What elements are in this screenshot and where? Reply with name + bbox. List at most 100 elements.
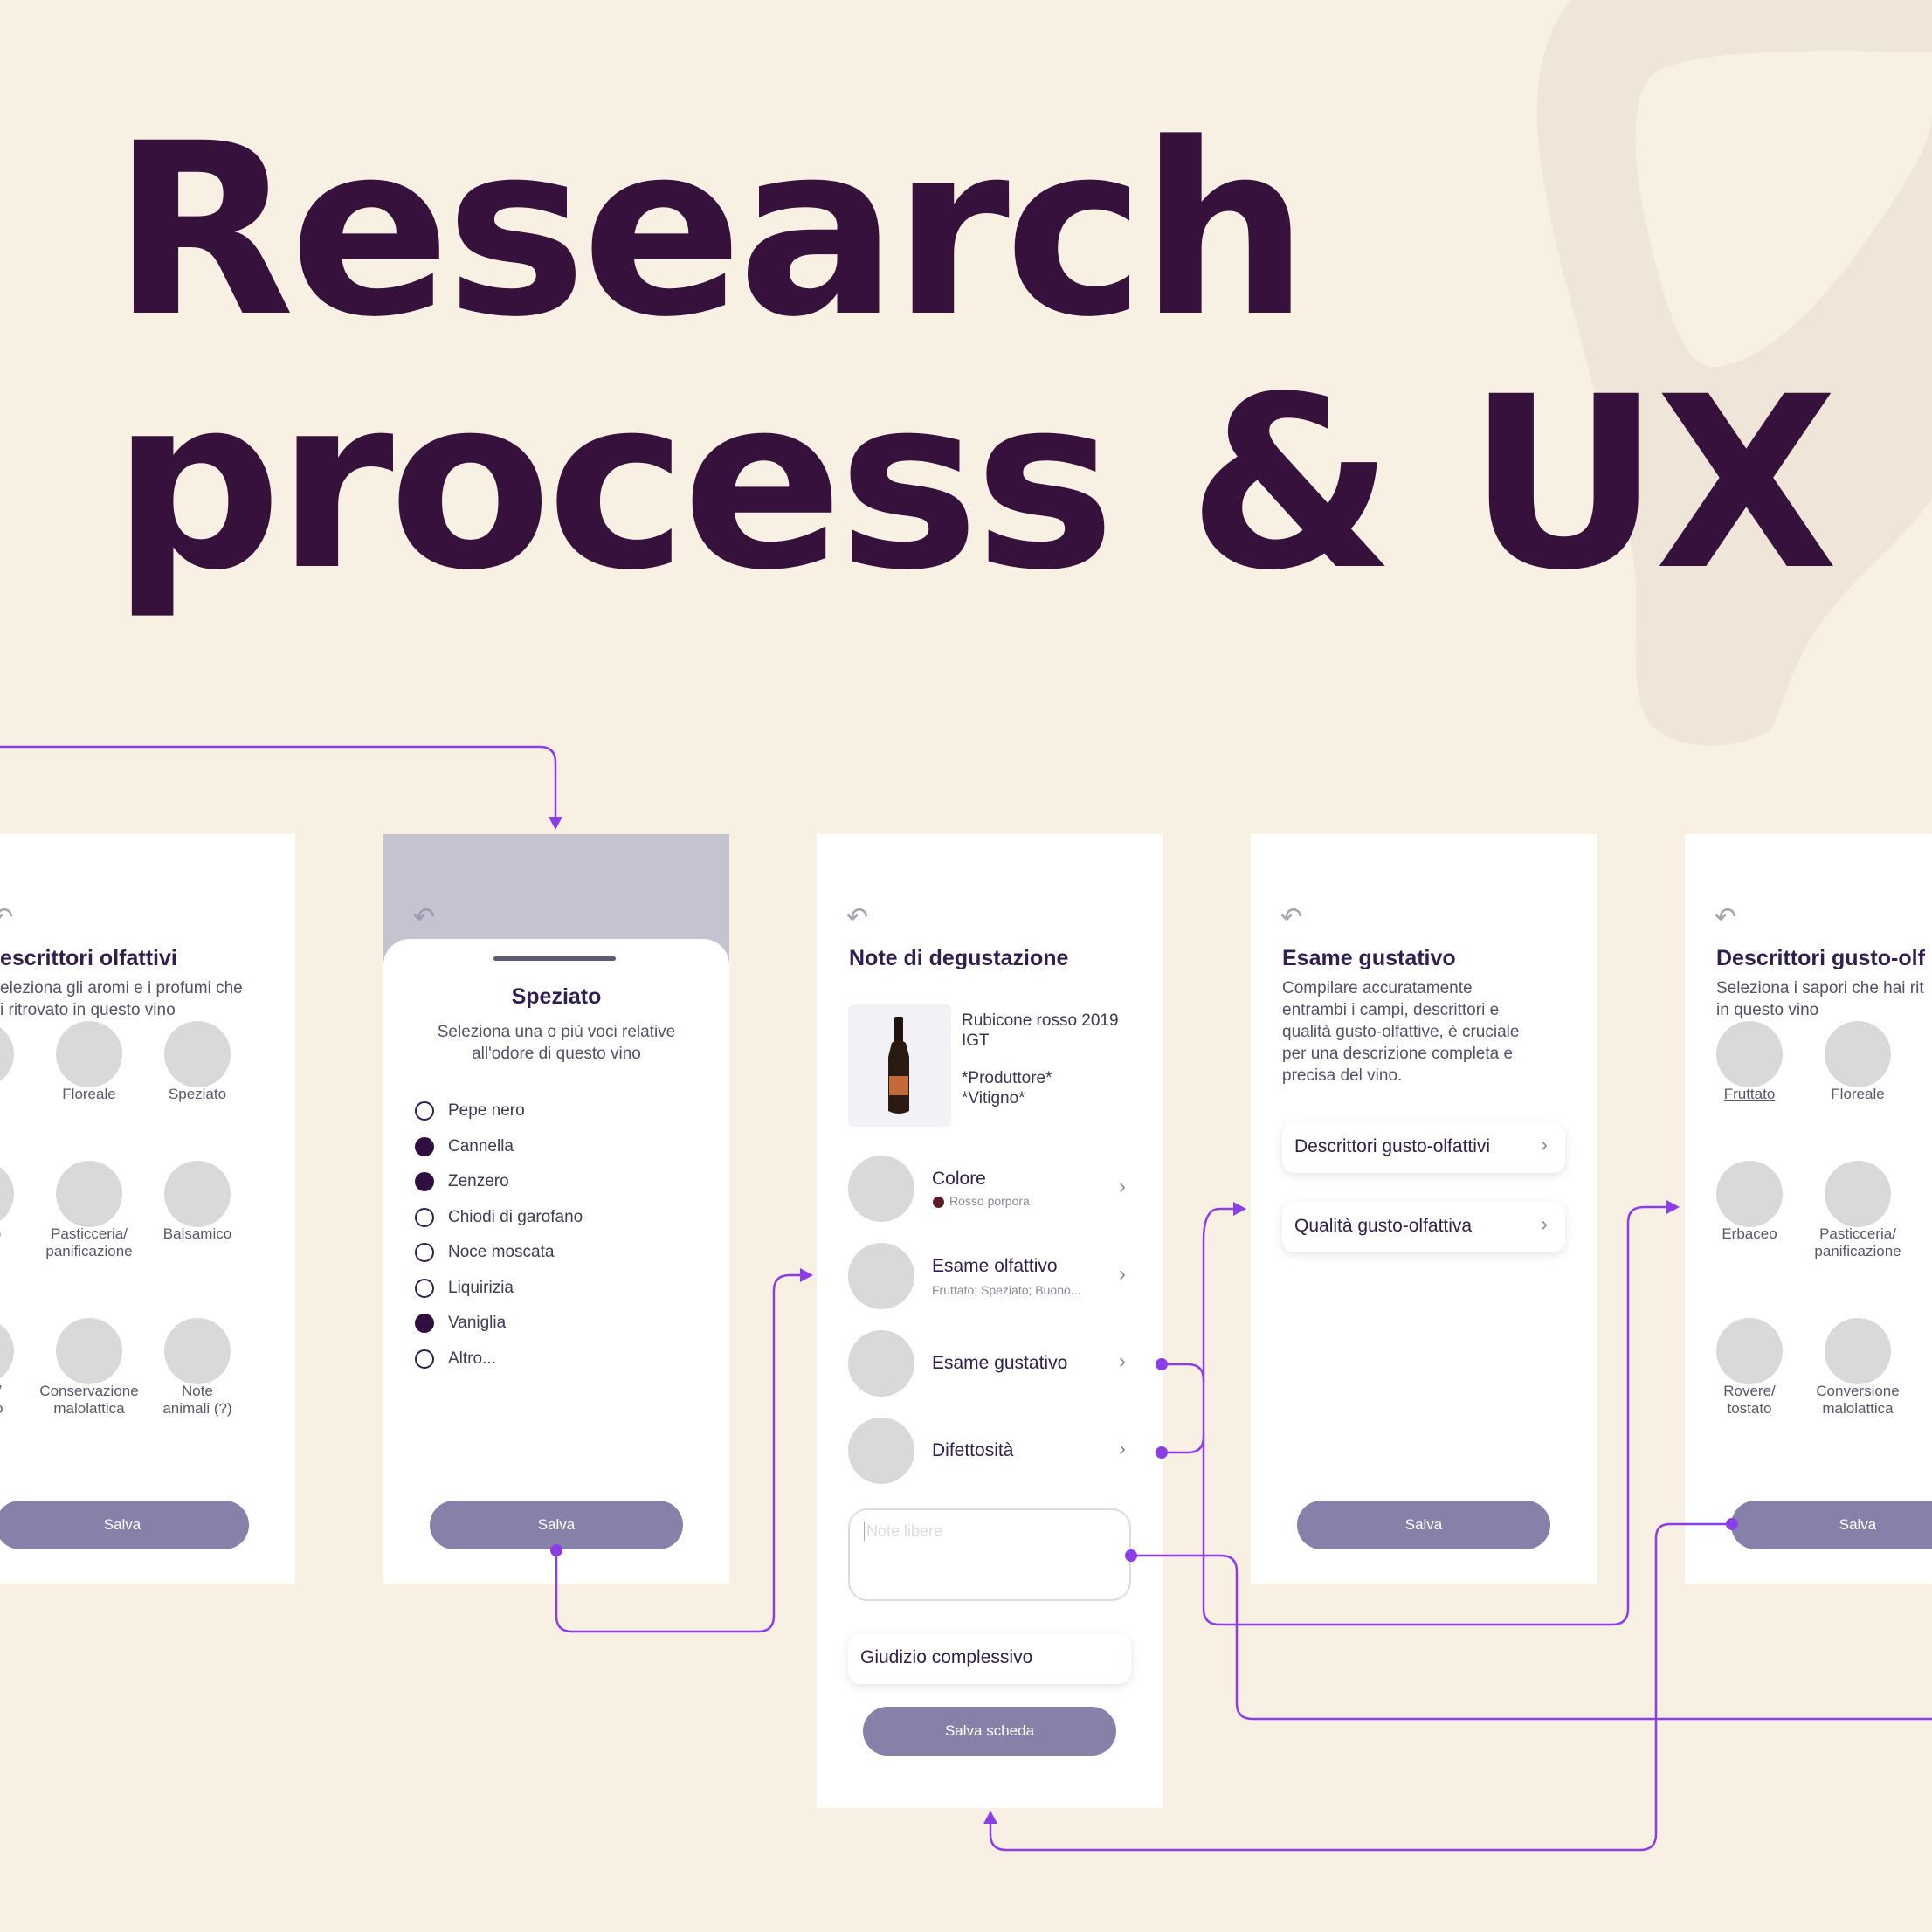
- screen-note-di-degustazione: ↶ Note di degustazione Rubicone rosso 20…: [817, 834, 1163, 1808]
- row-image: [848, 1243, 914, 1309]
- option-chiodi-di-garofano[interactable]: Chiodi di garofano: [415, 1206, 694, 1231]
- screen-title: Esame gustativo: [1282, 946, 1456, 970]
- radio-button[interactable]: [415, 1243, 434, 1262]
- hero-title-line-2: process & UX: [112, 347, 1838, 623]
- option-label: Zenzero: [448, 1172, 509, 1190]
- sheet-handle[interactable]: [493, 956, 616, 961]
- save-button[interactable]: Salva: [1731, 1501, 1932, 1549]
- screen-description: Seleziona i sapori che hai rit in questo…: [1716, 979, 1924, 1019]
- bottom-sheet: Speziato Seleziona una o più voci relati…: [383, 939, 729, 1584]
- screen-descrittori-olfattivi: ↶ escrittori olfattivi eleziona gli arom…: [0, 834, 295, 1584]
- wine-meta: *Produttore* *Vitigno*: [962, 1069, 1052, 1107]
- chevron-right-icon: ›: [1119, 1262, 1126, 1286]
- screen-esame-gustativo: ↶ Esame gustativo Compilare accuratament…: [1251, 834, 1597, 1584]
- option-label: Pepe nero: [448, 1101, 525, 1120]
- back-arrow-icon[interactable]: ↶: [413, 903, 436, 932]
- option-label: Noce moscata: [448, 1243, 555, 1261]
- descriptor-label: Note animali (?): [162, 1383, 232, 1417]
- screen-speziato: ↶ Speziato Seleziona una o più voci rela…: [383, 834, 729, 1584]
- descriptor-image: [164, 1318, 231, 1384]
- option-label: Altro...: [448, 1349, 496, 1368]
- descriptor-image: [1716, 1161, 1783, 1227]
- option-altro[interactable]: Altro...: [415, 1348, 694, 1372]
- row-image: [848, 1330, 914, 1397]
- descriptor-image: [1825, 1021, 1891, 1087]
- option-pepe-nero[interactable]: Pepe nero: [415, 1100, 694, 1124]
- option-vaniglia[interactable]: Vaniglia: [415, 1312, 694, 1336]
- back-arrow-icon[interactable]: ↶: [1715, 903, 1737, 932]
- descriptor-label: Erbaceo: [1722, 1225, 1777, 1242]
- save-card-button[interactable]: Salva scheda: [863, 1707, 1116, 1756]
- row-image: [848, 1156, 914, 1222]
- save-button[interactable]: Salva: [430, 1501, 683, 1549]
- overall-judgement-card[interactable]: Giudizio complessivo: [848, 1633, 1131, 1684]
- sheet-title: Speziato: [511, 984, 602, 1009]
- row-image: [848, 1418, 914, 1484]
- radio-button[interactable]: [415, 1101, 434, 1121]
- row-sublabel: Fruttato; Speziato; Buono...: [932, 1283, 1081, 1297]
- back-arrow-icon[interactable]: ↶: [1280, 903, 1303, 932]
- row-sublabel: Rosso porpora: [949, 1194, 1030, 1208]
- descriptor-label: Floreale: [62, 1086, 116, 1102]
- option-label: Descrittori gusto-olfattivi: [1294, 1136, 1491, 1156]
- option-label: Chiodi di garofano: [448, 1207, 583, 1226]
- radio-button[interactable]: [415, 1207, 434, 1227]
- descriptor-image: [56, 1161, 122, 1227]
- descriptor-label: Conversione malolattica: [1816, 1383, 1900, 1417]
- descriptor-label: Pasticceria/ panificazione: [45, 1225, 133, 1259]
- screen-description: Compilare accuratamente entrambi i campi…: [1282, 979, 1520, 1085]
- option-cannella[interactable]: Cannella: [415, 1135, 694, 1160]
- back-arrow-icon[interactable]: ↶: [846, 903, 869, 932]
- radio-button[interactable]: [415, 1136, 434, 1156]
- row-label: Difettosità: [932, 1440, 1014, 1460]
- radio-button[interactable]: [415, 1278, 434, 1298]
- chevron-right-icon: ›: [1119, 1437, 1126, 1460]
- chevron-right-icon: ›: [1541, 1212, 1548, 1236]
- descriptor-image: [56, 1318, 122, 1384]
- descriptor-label: Speziato: [168, 1086, 227, 1102]
- descriptor-label: Pasticceria/ panificazione: [1814, 1225, 1901, 1259]
- descriptor-label: Conservazione malolattica: [39, 1383, 139, 1417]
- descriptor-image: [1825, 1318, 1891, 1384]
- sheet-description: Seleziona una o più voci relative all'od…: [437, 1023, 676, 1063]
- hero-title-line-1: Research: [112, 93, 1309, 369]
- save-button[interactable]: Salva: [1297, 1501, 1550, 1549]
- row-label: Colore: [932, 1169, 986, 1189]
- radio-button[interactable]: [415, 1314, 434, 1333]
- wine-bottle-icon: [888, 1017, 909, 1114]
- option-noce-moscata[interactable]: Noce moscata: [415, 1241, 694, 1266]
- radio-button[interactable]: [415, 1349, 434, 1369]
- color-swatch: [933, 1197, 944, 1208]
- screen-title: Note di degustazione: [849, 946, 1069, 970]
- hero-title: Research process & UX: [112, 93, 1838, 623]
- screen-title: escrittori olfattivi: [0, 946, 177, 970]
- option-label: Qualità gusto-olfattiva: [1294, 1216, 1473, 1236]
- descriptor-image: [1716, 1318, 1783, 1384]
- chevron-right-icon: ›: [1119, 1349, 1126, 1373]
- chevron-right-icon: ›: [1541, 1133, 1548, 1156]
- descriptor-label: overe/ tostato: [0, 1383, 42, 1418]
- descriptor-image: [164, 1161, 231, 1227]
- save-button[interactable]: Salva: [0, 1501, 249, 1549]
- notes-placeholder: Note libere: [864, 1522, 942, 1541]
- option-liquirizia[interactable]: Liquirizia: [415, 1277, 694, 1301]
- descrittori-gusto-olfattivi-option[interactable]: Descrittori gusto-olfattivi ›: [1282, 1122, 1565, 1173]
- row-label: Esame olfattivo: [932, 1256, 1058, 1276]
- option-zenzero[interactable]: Zenzero: [415, 1170, 694, 1195]
- descriptor-label: Fruttato: [1723, 1086, 1776, 1102]
- screen-description: eleziona gli aromi e i profumi che i rit…: [0, 979, 243, 1019]
- descriptor-label: Rovere/ tostato: [1723, 1383, 1776, 1417]
- qualita-gusto-olfattiva-option[interactable]: Qualità gusto-olfattiva ›: [1282, 1202, 1565, 1252]
- screen-descrittori-gusto-olfattivi: ↶ Descrittori gusto-olf Seleziona i sapo…: [1685, 834, 1932, 1584]
- descriptor-label: Floreale: [1831, 1086, 1885, 1102]
- radio-button[interactable]: [415, 1172, 434, 1191]
- wine-name: Rubicone rosso 2019 IGT: [962, 1011, 1119, 1050]
- option-label: Liquirizia: [448, 1278, 514, 1297]
- row-label: Esame gustativo: [932, 1353, 1068, 1373]
- back-arrow-icon[interactable]: ↶: [0, 903, 14, 932]
- chevron-right-icon: ›: [1119, 1175, 1126, 1198]
- overall-judgement-label: Giudizio complessivo: [860, 1647, 1033, 1667]
- screen-title: Descrittori gusto-olf: [1716, 946, 1925, 970]
